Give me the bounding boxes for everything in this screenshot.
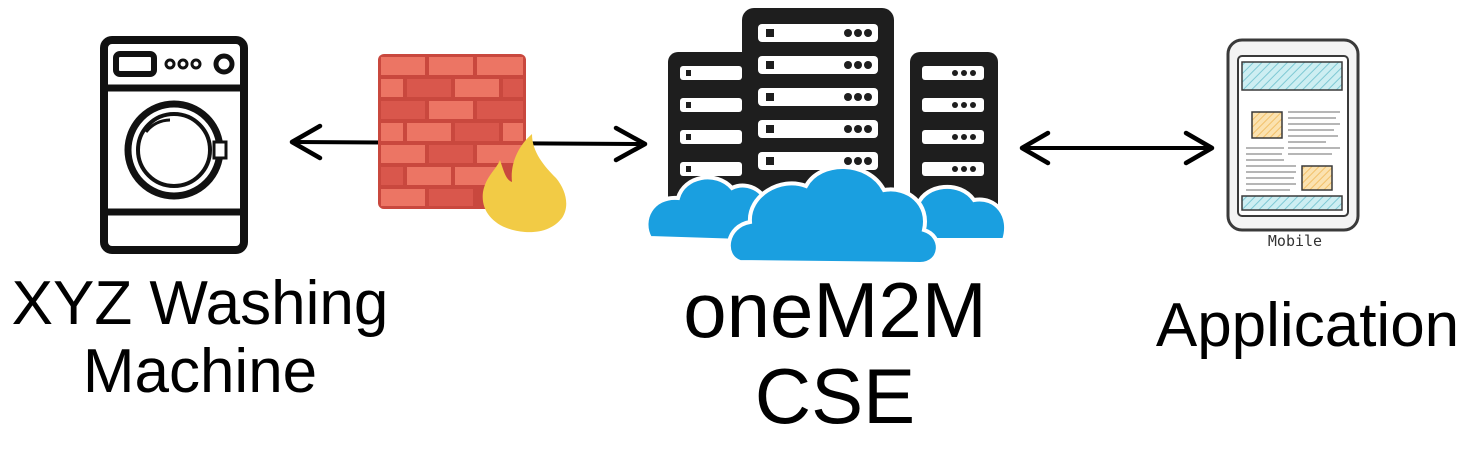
washing-machine-icon xyxy=(100,36,248,254)
washing-machine-label: XYZ Washing Machine xyxy=(0,269,400,407)
cse-label-line1: oneM2M xyxy=(683,266,987,354)
firewall-icon xyxy=(378,54,567,233)
mobile-phone-icon xyxy=(1226,38,1360,232)
washing-machine-label-line2: Machine xyxy=(82,337,318,407)
flame-icon xyxy=(482,134,567,233)
mobile-caption: Mobile xyxy=(1267,232,1323,250)
server-cloud-icon xyxy=(644,8,1008,267)
cse-label: oneM2M CSE xyxy=(640,266,1030,440)
cse-label-line2: CSE xyxy=(754,351,916,440)
application-label: Application xyxy=(1155,291,1460,360)
washing-machine-label-line1: XYZ Washing xyxy=(11,269,389,338)
arrow-cse-application xyxy=(1019,130,1215,166)
